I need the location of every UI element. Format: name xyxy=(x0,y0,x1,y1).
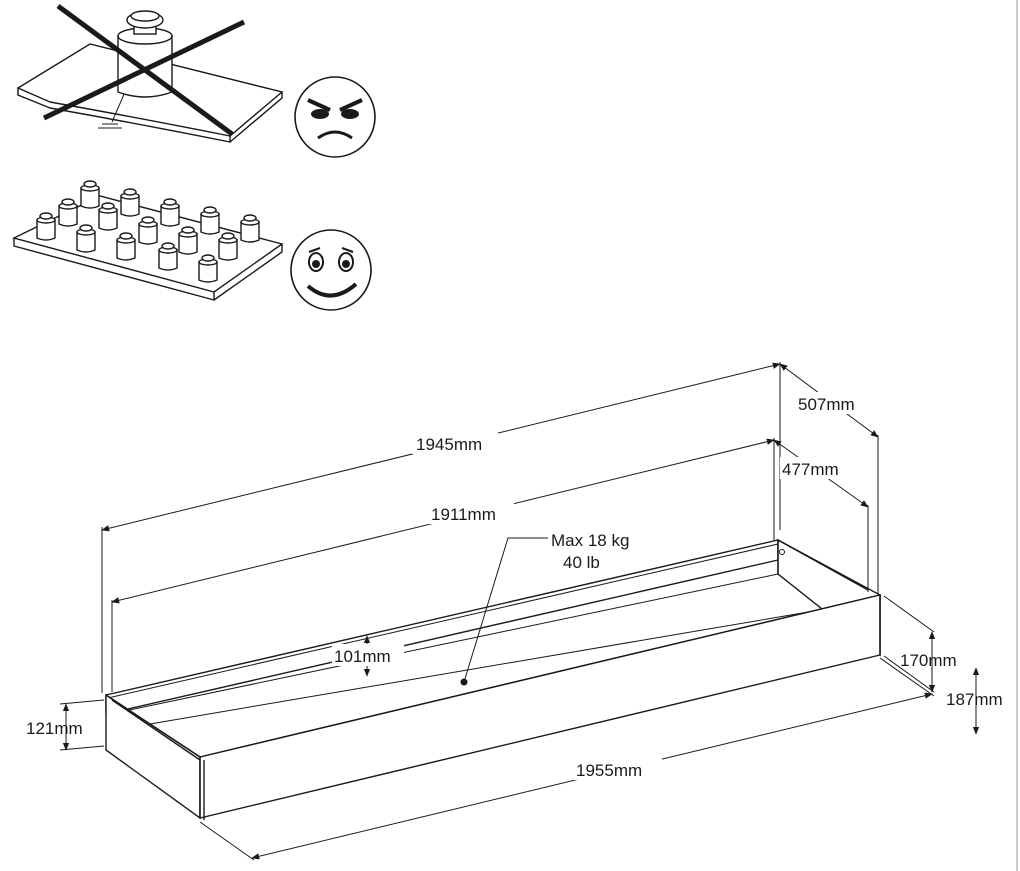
weight-icon xyxy=(80,180,100,209)
max-load-lb: 40 lb xyxy=(563,553,600,572)
weight-icon xyxy=(158,242,178,271)
concentrated-weight-crossed-icon xyxy=(16,3,284,143)
weight-icon xyxy=(178,226,198,255)
dimension-inner-length: 1911mm xyxy=(431,505,496,524)
dimension-front-height: 170mm xyxy=(900,651,957,670)
weight-icon xyxy=(200,206,220,235)
weight-icon xyxy=(240,214,260,243)
weight-icon xyxy=(116,232,136,261)
weight-icon xyxy=(36,212,56,241)
weight-icon xyxy=(58,198,78,227)
dimension-side-height: 121mm xyxy=(26,719,83,738)
weight-icon xyxy=(138,216,158,245)
weight-icon xyxy=(98,202,118,231)
weight-icon xyxy=(160,198,180,227)
weight-icon xyxy=(198,254,218,283)
distributed-weights-icon xyxy=(12,180,284,301)
max-load-kg: Max 18 kg xyxy=(551,531,629,550)
dimension-total-length: 1945mm xyxy=(416,435,482,454)
weight-icon xyxy=(76,224,96,253)
angry-face-icon xyxy=(294,76,376,158)
drawer-drawing xyxy=(105,538,881,820)
dimension-inner-depth: 477mm xyxy=(782,460,839,479)
dimension-front-total-height: 187mm xyxy=(946,690,1003,709)
weight-icon xyxy=(218,232,238,261)
dimension-inner-height: 101mm xyxy=(334,647,391,666)
dimension-front-length: 1955mm xyxy=(576,761,642,780)
weight-icon xyxy=(120,188,140,217)
happy-face-icon xyxy=(290,229,372,311)
dimension-total-depth: 507mm xyxy=(798,395,855,414)
